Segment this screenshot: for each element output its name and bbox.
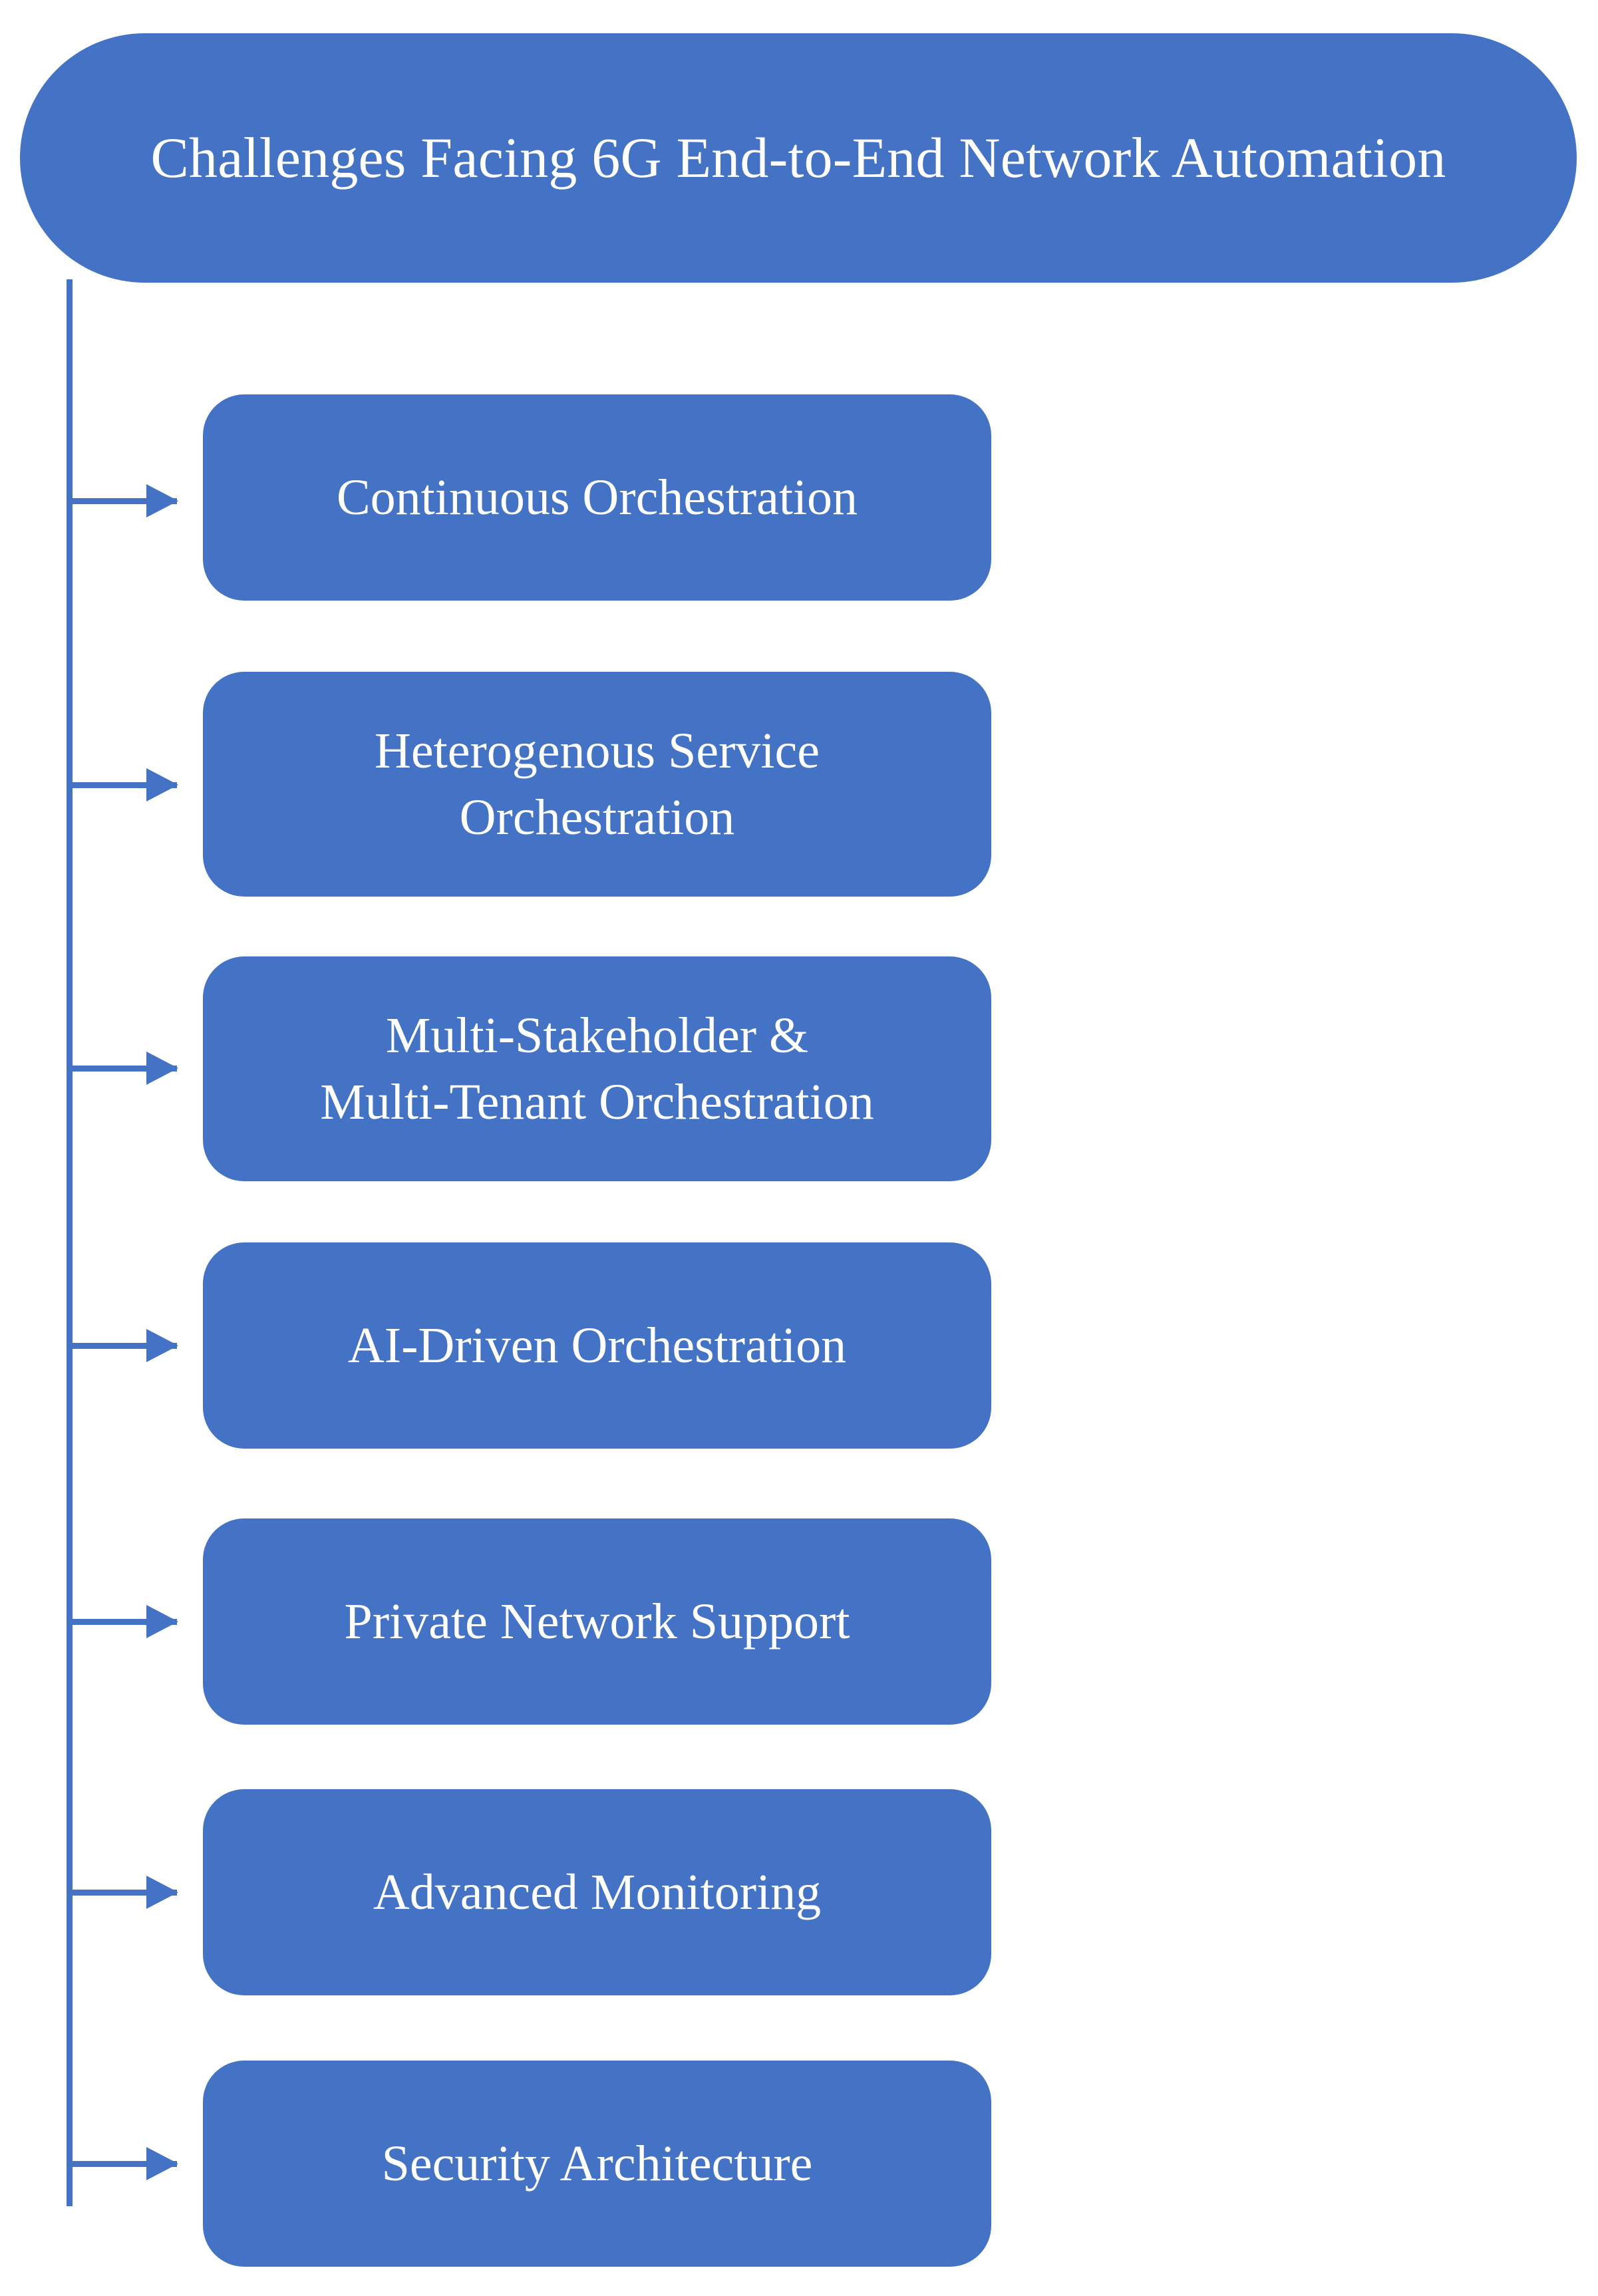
connector-branch-7 (67, 2147, 178, 2180)
child-node-label: Continuous Orchestration (336, 469, 858, 525)
arrow-right-icon (146, 1329, 178, 1362)
child-node-multi-stakeholder-multi-tenant-orchestration[interactable]: Multi-Stakeholder & Multi-Tenant Orchest… (203, 956, 991, 1181)
connector-trunk-line (67, 279, 73, 2206)
child-node-label: Heterogenous Service Orchestration (375, 722, 820, 845)
child-node-security-architecture[interactable]: Security Architecture (203, 2061, 991, 2267)
arrow-right-icon (146, 1876, 178, 1909)
connector-branch-1 (67, 484, 178, 517)
root-node-label: Challenges Facing 6G End-to-End Network … (150, 126, 1446, 190)
arrow-right-icon (146, 1052, 178, 1085)
connector-branch-2 (67, 768, 178, 801)
arrow-right-icon (146, 484, 178, 517)
connector-branch-4 (67, 1329, 178, 1362)
arrow-right-icon (146, 1605, 178, 1638)
child-node-continuous-orchestration[interactable]: Continuous Orchestration (203, 394, 991, 601)
connector-branch-6 (67, 1876, 178, 1909)
child-node-label: Multi-Stakeholder & Multi-Tenant Orchest… (320, 1007, 874, 1130)
child-node-label: Advanced Monitoring (373, 1864, 822, 1920)
child-node-label: Security Architecture (381, 2135, 813, 2192)
connector-branch-5 (67, 1605, 178, 1638)
connector-branch-3 (67, 1052, 178, 1085)
child-node-heterogenous-service-orchestration[interactable]: Heterogenous Service Orchestration (203, 672, 991, 897)
root-node-challenges[interactable]: Challenges Facing 6G End-to-End Network … (20, 33, 1577, 283)
arrow-right-icon (146, 768, 178, 801)
child-node-advanced-monitoring[interactable]: Advanced Monitoring (203, 1789, 991, 1995)
child-node-ai-driven-orchestration[interactable]: AI-Driven Orchestration (203, 1242, 991, 1449)
child-node-label: Private Network Support (344, 1593, 850, 1650)
child-node-label: AI-Driven Orchestration (347, 1317, 847, 1373)
arrow-right-icon (146, 2147, 178, 2180)
child-node-private-network-support[interactable]: Private Network Support (203, 1518, 991, 1725)
